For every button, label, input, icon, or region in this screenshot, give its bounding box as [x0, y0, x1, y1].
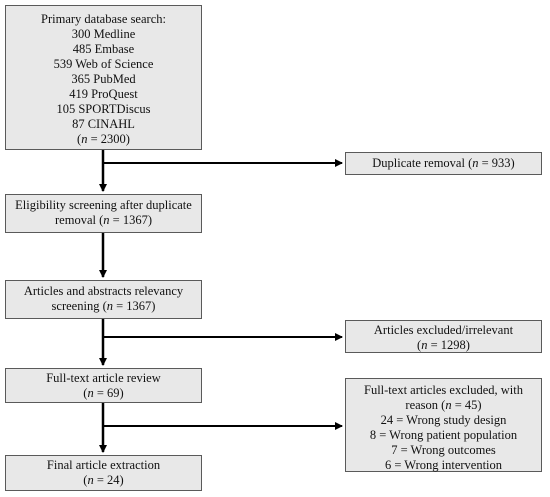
reason-intervention: 6 = Wrong intervention: [384, 458, 503, 472]
duplicate-removal-box: Duplicate removal (n = 933): [345, 152, 542, 175]
fulltext-line1: Full-text article review: [46, 371, 161, 385]
excluded-open: (: [417, 338, 422, 352]
reason-study-design: 24 = Wrong study design: [380, 413, 507, 427]
relevancy-line2: screening (n = 1367): [10, 299, 197, 314]
eligibility-line1: Eligibility screening after duplicate: [15, 198, 192, 212]
fulltext-line2: (n = 69): [10, 386, 197, 401]
excluded-value: = 1298): [427, 338, 470, 352]
search-total-value: = 2300): [87, 132, 130, 146]
source-pubmed: 365 PubMed: [71, 72, 136, 86]
reason-patient-population: 8 = Wrong patient population: [369, 428, 518, 442]
search-total-n: n: [81, 132, 88, 146]
excluded-n: n: [421, 338, 428, 352]
relevancy-line1: Articles and abstracts relevancy: [23, 284, 184, 298]
excluded-line1: Articles excluded/irrelevant: [373, 323, 514, 337]
final-line2: (n = 24): [10, 473, 197, 488]
fulltext-value: = 69): [93, 386, 124, 400]
source-medline: 300 Medline: [71, 27, 136, 41]
final-open: (: [83, 473, 88, 487]
excluded-line2: (n = 1298): [350, 338, 537, 353]
eligibility-screening-box: Eligibility screening after duplicate re…: [5, 194, 202, 233]
database-search-box: Primary database search: 300 Medline 485…: [5, 5, 202, 150]
eligibility-line2: removal (n = 1367): [10, 213, 197, 228]
exclusion-reasons-box: Full-text articles excluded, with reason…: [345, 378, 542, 472]
reasons-n: n: [445, 398, 452, 412]
final-line1: Final article extraction: [46, 458, 161, 472]
search-total-open: (: [77, 132, 82, 146]
source-embase: 485 Embase: [72, 42, 135, 56]
relevancy-prefix: screening (: [51, 299, 107, 313]
relevancy-n: n: [106, 299, 113, 313]
reason-outcomes: 7 = Wrong outcomes: [391, 443, 496, 457]
fulltext-review-box: Full-text article review (n = 69): [5, 368, 202, 403]
duplicate-text: Duplicate removal (n = 933): [350, 156, 537, 171]
source-sportdiscus: 105 SPORTDiscus: [56, 102, 151, 116]
final-n: n: [87, 473, 94, 487]
eligibility-value: = 1367): [109, 213, 152, 227]
duplicate-n: n: [472, 156, 479, 170]
excluded-irrelevant-box: Articles excluded/irrelevant (n = 1298): [345, 320, 542, 353]
fulltext-open: (: [83, 386, 88, 400]
eligibility-n: n: [103, 213, 110, 227]
final-value: = 24): [93, 473, 124, 487]
final-extraction-box: Final article extraction (n = 24): [5, 455, 202, 491]
relevancy-value: = 1367): [112, 299, 156, 313]
search-title: Primary database search:: [41, 12, 166, 26]
duplicate-value: = 933): [478, 156, 515, 170]
reasons-value: = 45): [451, 398, 482, 412]
reasons-line2: reason (n = 45): [350, 398, 537, 413]
eligibility-prefix: removal (: [55, 213, 104, 227]
search-total: (n = 2300): [10, 132, 197, 147]
reasons-line1: Full-text articles excluded, with: [364, 383, 523, 397]
source-proquest: 419 ProQuest: [69, 87, 138, 101]
relevancy-screening-box: Articles and abstracts relevancy screeni…: [5, 280, 202, 319]
source-web-of-science: 539 Web of Science: [53, 57, 154, 71]
source-cinahl: 87 CINAHL: [72, 117, 135, 131]
fulltext-n: n: [87, 386, 94, 400]
reasons-prefix: reason (: [405, 398, 446, 412]
duplicate-label: Duplicate removal (: [372, 156, 473, 170]
